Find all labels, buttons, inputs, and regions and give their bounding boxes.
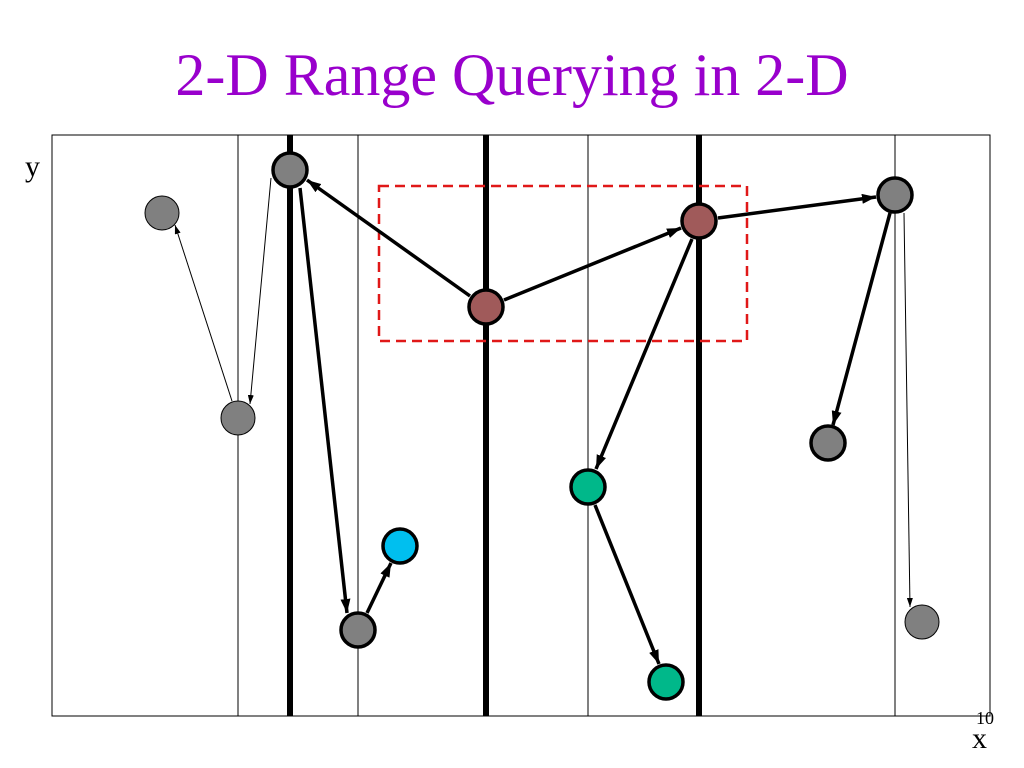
- tree-edge: [503, 226, 682, 302]
- plot-frame: [51, 134, 991, 717]
- tree-node: [809, 424, 847, 462]
- tree-edge: [717, 193, 877, 220]
- x-axis-label: x: [972, 722, 987, 755]
- slide-title: 2-D Range Querying in 2-D: [175, 42, 848, 108]
- tree-node: [144, 195, 180, 231]
- tree-edge: [298, 187, 351, 614]
- tree-node: [339, 611, 377, 649]
- tree-edge: [174, 224, 233, 402]
- tree-node: [220, 400, 256, 436]
- tree-edge: [831, 212, 892, 426]
- tree-node: [271, 151, 309, 189]
- tree-node-root: [467, 288, 505, 326]
- tree-node: [569, 468, 607, 506]
- tree-edge: [903, 212, 913, 608]
- tree-node: [647, 663, 685, 701]
- tree-node: [876, 176, 914, 214]
- tree-edge: [594, 238, 694, 470]
- tree-edge: [593, 504, 661, 665]
- tree-edge: [365, 562, 393, 614]
- tree-node: [904, 604, 940, 640]
- query-range-box: [377, 184, 749, 343]
- slide-number: 10: [976, 708, 994, 728]
- tree-node: [680, 202, 718, 240]
- tree-edge: [247, 177, 272, 405]
- y-axis-label: y: [25, 150, 40, 183]
- tree-edge: [305, 178, 472, 298]
- tree-node: [381, 527, 419, 565]
